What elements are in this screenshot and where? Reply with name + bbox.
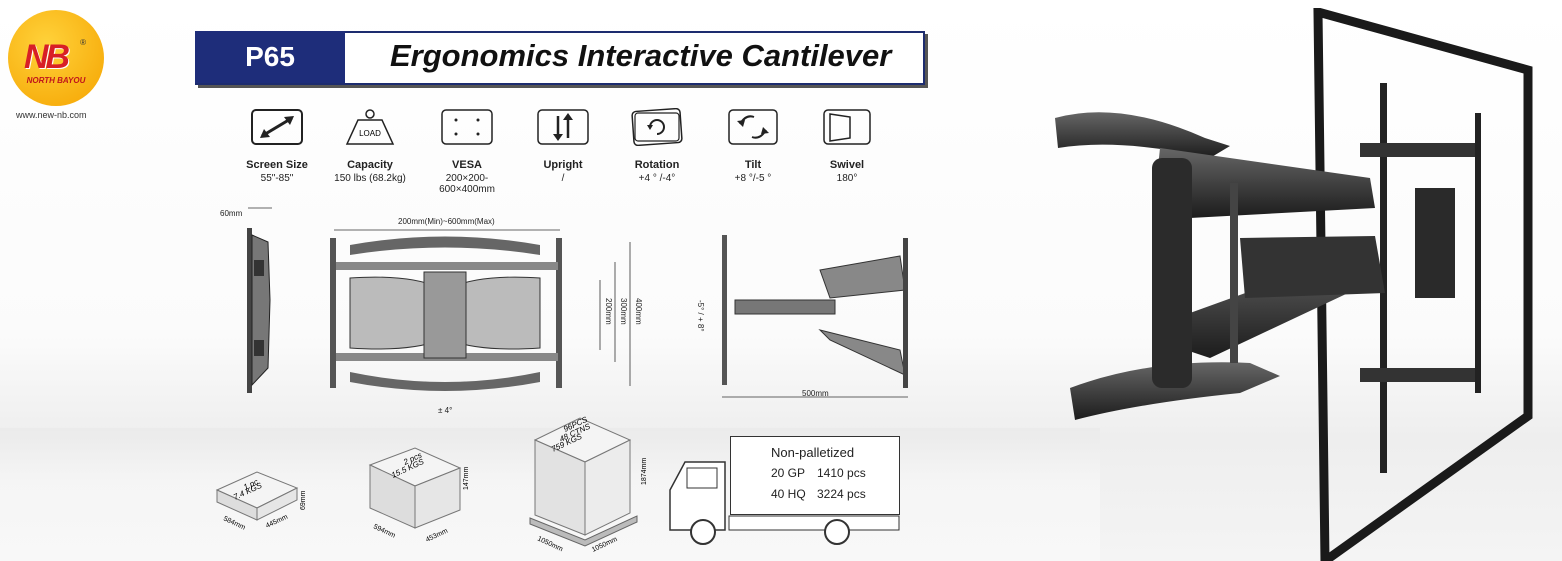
tilt-icon xyxy=(728,109,778,145)
feature-label: Capacity xyxy=(347,159,393,171)
box2-height: 147mm xyxy=(463,466,470,490)
pallet: 96PCS 48 CTNS 759 KGS 1050mm 1050mm 1874… xyxy=(529,415,648,554)
feature-label: Tilt xyxy=(744,159,762,171)
front-height-400: 400mm xyxy=(634,298,643,325)
model-badge: P65 xyxy=(195,31,345,83)
truck-icon xyxy=(669,461,900,545)
extended-view-drawing: -5° / + 8° 500mm xyxy=(696,235,908,398)
product-render xyxy=(1055,8,1533,561)
front-width-label: 200mm(Min)~600mm(Max) xyxy=(398,217,495,226)
feature-value: 55"-85" xyxy=(260,173,294,184)
feature-label: VESA xyxy=(452,159,482,171)
single-box: 1 pc 7.4 KGS 584mm 445mm 69mm xyxy=(215,471,307,532)
feature-value: / xyxy=(561,173,565,184)
tilt-angle-label: -5° / + 8° xyxy=(696,300,705,332)
extension-label: 500mm xyxy=(802,389,829,398)
feature-value: 180° xyxy=(836,173,858,184)
feature-swivel: Swivel 180° xyxy=(802,108,892,184)
brand-logo[interactable]: NB ® NORTH BAYOU xyxy=(8,10,104,106)
hq-value: 3224 pcs xyxy=(817,487,866,501)
feature-rotation: Rotation +4 ° /-4° xyxy=(612,107,702,184)
product-title: Ergonomics Interactive Cantilever xyxy=(390,38,892,73)
rotation-icon xyxy=(631,107,683,147)
feature-value: +4 ° /-4° xyxy=(638,173,676,184)
diagonal-arrow-icon xyxy=(251,109,303,145)
box1-length: 584mm xyxy=(222,515,246,531)
side-view-drawing: 60mm xyxy=(220,207,272,393)
feature-label: Rotation xyxy=(634,159,680,171)
front-rotation-label: ± 4° xyxy=(438,406,452,415)
feature-vesa: VESA 200×200-600×400mm xyxy=(422,108,512,195)
double-box: 2 pcs 15.5 KGS 594mm 453mm 147mm xyxy=(368,447,470,544)
front-height-300: 300mm xyxy=(619,298,628,325)
logo-subtitle: NORTH BAYOU xyxy=(26,76,86,85)
feature-value: +8 °/-5 ° xyxy=(734,173,772,184)
feature-label: Swivel xyxy=(829,159,865,171)
front-height-200: 200mm xyxy=(604,298,613,325)
swivel-icon xyxy=(823,109,871,145)
feature-label: Screen Size xyxy=(246,159,308,171)
feature-screen-size: Screen Size 55"-85" xyxy=(232,108,322,184)
feature-value: 150 lbs (68.2kg) xyxy=(334,173,406,184)
weight-icon-text: LOAD xyxy=(359,129,381,138)
box2-length: 594mm xyxy=(372,523,396,539)
shipping-info-box: Non-palletized 20 GP 1410 pcs 40 HQ 3224… xyxy=(730,436,900,515)
technical-drawings: 60mm 200mm(Min)~600mm(Max) ± 4° 200mm 30… xyxy=(220,207,908,415)
feature-label: Upright xyxy=(543,159,583,171)
feature-upright: Upright / xyxy=(518,108,608,184)
packaging-illustrations: 1 pc 7.4 KGS 584mm 445mm 69mm 2 pcs 15.5… xyxy=(215,415,648,554)
updown-arrows-icon xyxy=(537,109,589,145)
pallet-height: 1874mm xyxy=(641,458,648,485)
feature-tilt: Tilt +8 °/-5 ° xyxy=(708,108,798,184)
box2-width: 453mm xyxy=(425,528,449,544)
feature-capacity: LOAD Capacity 150 lbs (68.2kg) xyxy=(325,108,415,184)
box1-width: 445mm xyxy=(265,514,289,530)
shipping-title: Non-palletized xyxy=(771,445,855,460)
gp-value: 1410 pcs xyxy=(817,466,866,480)
pallet-length: 1050mm xyxy=(536,535,564,553)
front-view-drawing: 200mm(Min)~600mm(Max) ± 4° 200mm 300mm 4… xyxy=(330,217,643,415)
hq-label: 40 HQ xyxy=(771,487,806,501)
vesa-holes-icon xyxy=(441,109,493,145)
gp-label: 20 GP xyxy=(771,466,806,480)
feature-value: 200×200-600×400mm xyxy=(439,173,495,195)
logo-registered-mark: ® xyxy=(80,38,86,47)
box1-height: 69mm xyxy=(300,490,307,510)
website-url[interactable]: www.new-nb.com xyxy=(16,110,87,120)
side-depth-label: 60mm xyxy=(220,209,243,218)
logo-text: NB xyxy=(24,38,70,76)
weight-icon: LOAD xyxy=(345,109,395,145)
